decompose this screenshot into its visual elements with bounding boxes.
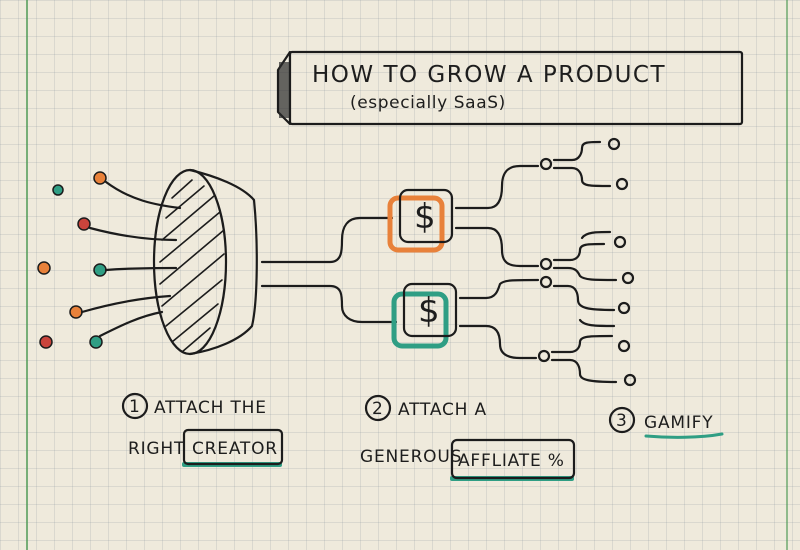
funnel-to-dollar-connectors [260, 216, 398, 324]
step-number-circle [364, 394, 392, 422]
dollar-sign: $ [418, 291, 440, 331]
title-box: HOW TO GROW A PRODUCT (especially SaaS) [276, 50, 744, 126]
tree-leaf [615, 177, 629, 191]
dollar-sign: $ [414, 197, 436, 237]
tree-leaf [623, 373, 637, 387]
tree-branch [458, 278, 540, 300]
input-dot [37, 261, 51, 275]
input-connectors [80, 180, 182, 338]
funnel-hatching [159, 179, 225, 353]
input-dot [93, 263, 107, 277]
input-dot [69, 305, 83, 319]
input-dot [93, 171, 107, 185]
input-dot [39, 335, 53, 349]
dollar-node-box [398, 188, 454, 244]
step-line2-prefix: RIGHT [128, 439, 185, 459]
tree-leaf [613, 235, 627, 249]
tree-node [539, 257, 553, 271]
input-connector [98, 310, 164, 338]
tree-node [539, 275, 553, 289]
highlight-underline [644, 432, 724, 439]
tree-branch [550, 334, 614, 354]
input-connector [80, 294, 172, 314]
dollar-node-box [402, 282, 458, 338]
highlight-box [450, 438, 576, 480]
step-highlight: AFFLIATE % [458, 451, 565, 471]
tree-leaf [617, 339, 631, 353]
title-main: HOW TO GROW A PRODUCT [312, 62, 666, 88]
input-connector [104, 180, 182, 210]
tree-branch [550, 358, 618, 384]
title-box-frame [288, 50, 744, 126]
step-number-circle [121, 392, 149, 420]
tree-branch [552, 284, 616, 312]
input-dot [52, 184, 64, 196]
tree-node [537, 349, 551, 363]
input-connector [88, 226, 178, 242]
tree-leaf [607, 137, 621, 151]
step-line2-prefix: GENEROUS [360, 447, 462, 467]
tree-node [539, 157, 553, 171]
dollar-node-shadow [391, 291, 449, 349]
title-sub: (especially SaaS) [350, 93, 506, 113]
connector-upper [260, 216, 394, 264]
step-highlight: CREATOR [192, 439, 278, 459]
step-2: 2 ATTACH A GENEROUS AFFLIATE % [360, 394, 576, 481]
dollar-node-lower: $ [391, 282, 458, 349]
tree-leaf [617, 301, 631, 315]
tree-branch [454, 164, 540, 210]
input-dot [77, 217, 91, 231]
notebook-margin-line-right [786, 0, 788, 550]
step-number: 1 [129, 397, 141, 417]
step-line1: ATTACH A [398, 400, 487, 420]
highlight-box [182, 428, 284, 466]
creator-funnel [152, 168, 258, 356]
tree-branch [552, 166, 612, 188]
funnel-body [188, 168, 258, 356]
input-dots [37, 171, 107, 349]
notebook-margin-line [26, 0, 28, 550]
tree-branch [578, 318, 616, 328]
tree-leaf [621, 271, 635, 285]
step-1: 1 ATTACH THE RIGHT CREATOR [121, 392, 284, 467]
title-box-shading [279, 62, 289, 118]
step-3: 3 GAMIFY [608, 406, 724, 439]
tree-branch [454, 226, 540, 268]
connector-lower [260, 284, 398, 324]
dollar-node-shadow [387, 195, 445, 253]
tree-branch [552, 140, 602, 162]
input-dot [89, 335, 103, 349]
dollar-node-upper: $ [387, 188, 454, 253]
input-connector [104, 266, 178, 272]
step-number: 2 [372, 399, 384, 419]
step-line1: ATTACH THE [154, 398, 267, 418]
step-number: 3 [616, 411, 628, 431]
tree-branch [458, 324, 538, 360]
step-highlight: GAMIFY [644, 413, 713, 433]
referral-tree [454, 137, 637, 387]
tree-branch [552, 266, 618, 282]
step-number-circle [608, 406, 636, 434]
tree-branch [580, 230, 612, 240]
tree-branch [552, 242, 606, 262]
